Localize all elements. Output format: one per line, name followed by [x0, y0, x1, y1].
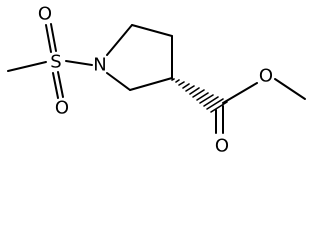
bond-sulfur-oxygen-bottom-a — [52, 72, 59, 99]
atom-label-nitrogen: N — [93, 55, 106, 76]
bond-sulfur-oxygen-bottom-b — [57, 71, 64, 98]
bond-ester-oxygen-methyl — [274, 78, 306, 100]
bond-methyl-sulfur — [7, 61, 47, 72]
bond-c4-c5 — [129, 77, 173, 91]
bond-sulfur-nitrogen — [65, 60, 93, 66]
bond-c2-c3 — [131, 24, 173, 37]
bond-sulfur-oxygen-top-a — [45, 24, 52, 53]
stereo-hashed-wedge-bond — [171, 78, 228, 113]
atom-label-sulfur: S — [50, 52, 61, 73]
atom-label-oxygen-carbonyl: O — [215, 136, 229, 157]
bond-nitrogen-c2 — [106, 24, 133, 56]
bond-c5-nitrogen — [106, 72, 131, 91]
atom-label-oxygen-sulfonyl-bottom: O — [55, 98, 69, 119]
molecule-structure: S N O O O O — [7, 4, 306, 157]
bond-carbonyl-ester-oxygen — [222, 82, 258, 104]
atom-label-oxygen-sulfonyl-top: O — [38, 4, 52, 25]
bond-sulfur-oxygen-top-b — [50, 23, 57, 52]
atom-label-oxygen-ester: O — [259, 66, 273, 87]
